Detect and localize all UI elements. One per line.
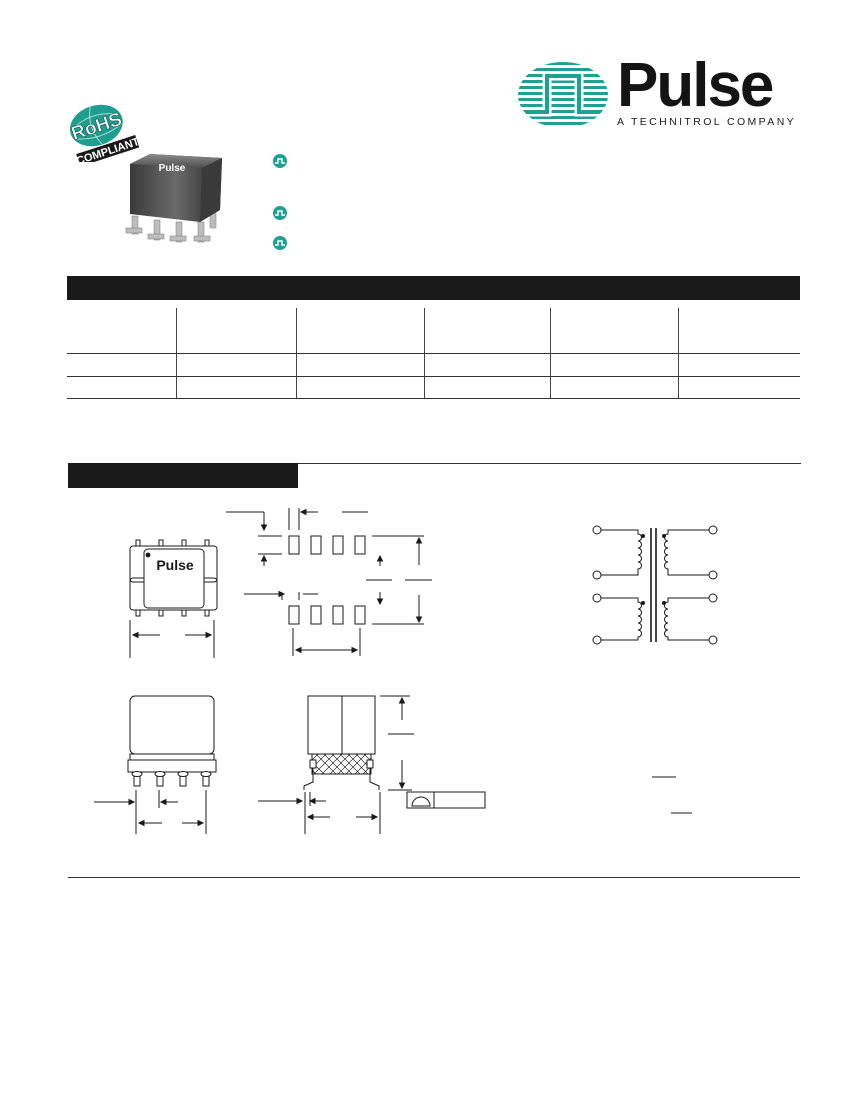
pulse-wave-icon — [275, 210, 285, 216]
mechanical-drawings: Pulse — [94, 508, 718, 834]
brand-name: Pulse — [617, 51, 774, 120]
top-view-drawing: Pulse — [129, 539, 218, 658]
pulse-wave-icon — [275, 240, 285, 246]
rohs-globe-icon: RoHS COMPLIANT — [69, 104, 141, 168]
schematic-drawing — [592, 525, 718, 645]
brand-tagline: A TECHNITROL COMPANY — [617, 116, 797, 128]
table-row-divider — [67, 398, 800, 399]
feature-bullet-2 — [273, 206, 287, 220]
pulse-logo-icon — [518, 62, 608, 128]
table-row-divider — [67, 353, 800, 354]
section-header-bar — [68, 463, 298, 488]
side-view-drawing — [94, 695, 217, 834]
brand-logo: Pulse A TECHNITROL COMPANY — [517, 51, 822, 130]
end-view-drawing — [258, 695, 486, 834]
bottom-rule — [68, 877, 800, 878]
product-photo: Pulse — [120, 150, 230, 250]
feature-bullet-1 — [273, 154, 287, 168]
pulse-wave-icon — [275, 158, 285, 164]
footprint-drawing — [226, 508, 432, 656]
product-label: Pulse — [159, 163, 186, 174]
outline-package-label: Pulse — [156, 557, 194, 573]
section-rule — [298, 463, 801, 464]
rohs-badge: RoHS COMPLIANT — [64, 100, 144, 168]
table-header-bar — [67, 276, 800, 300]
feature-bullet-3 — [273, 236, 287, 250]
table-row-divider — [67, 376, 800, 377]
